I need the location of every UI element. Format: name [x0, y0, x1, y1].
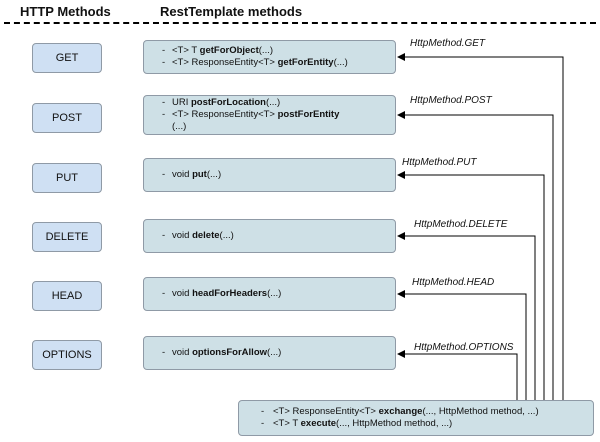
bullet: -: [162, 347, 166, 358]
bullet: -: [162, 57, 166, 68]
label-httpmethod-delete: HttpMethod.DELETE: [414, 219, 508, 230]
method-put-box: PUT: [32, 163, 102, 193]
label-httpmethod-post: HttpMethod.POST: [410, 95, 492, 106]
label-httpmethod-put: HttpMethod.PUT: [402, 157, 477, 168]
arrow-post: [397, 111, 554, 400]
arrow-head: [397, 290, 527, 400]
arrow-get: [397, 53, 564, 400]
bullet: -: [162, 97, 166, 108]
header-divider: [4, 22, 596, 24]
method-signature: <T> T getForObject(...): [172, 45, 274, 56]
arrow-options: [397, 350, 518, 400]
method-options-box: OPTIONS: [32, 340, 102, 370]
arrow-delete: [397, 232, 536, 400]
bullet: -: [261, 418, 265, 429]
arrow-put: [397, 171, 545, 400]
bullet: -: [162, 288, 166, 299]
rest-methods-get-box: -<T> T getForObject(...) -<T> ResponseEn…: [143, 40, 396, 74]
rest-methods-options-box: -void optionsForAllow(...): [143, 336, 396, 370]
method-signature: void put(...): [172, 169, 222, 180]
method-head-box: HEAD: [32, 281, 102, 311]
label-httpmethod-options: HttpMethod.OPTIONS: [414, 342, 514, 353]
rest-methods-put-box: -void put(...): [143, 158, 396, 192]
label-httpmethod-get: HttpMethod.GET: [410, 38, 486, 49]
method-signature: void optionsForAllow(...): [172, 347, 282, 358]
method-signature: URI postForLocation(...): [172, 97, 281, 108]
bullet: -: [162, 109, 166, 120]
rest-template-methods-header: RestTemplate methods: [160, 4, 303, 19]
method-post-box: POST: [32, 103, 102, 133]
method-get-box: GET: [32, 43, 102, 73]
bullet: -: [162, 230, 166, 241]
bullet: -: [162, 169, 166, 180]
rest-methods-head-box: -void headForHeaders(...): [143, 277, 396, 311]
generic-methods-box: -<T> ResponseEntity<T> exchange(..., Htt…: [238, 400, 594, 436]
method-signature: <T> ResponseEntity<T> exchange(..., Http…: [273, 406, 539, 417]
rest-methods-post-box: -URI postForLocation(...) -<T> ResponseE…: [143, 95, 396, 135]
bullet: -: [162, 45, 166, 56]
rest-methods-delete-box: -void delete(...): [143, 219, 396, 253]
method-signature: void delete(...): [172, 230, 234, 241]
bullet: -: [261, 406, 265, 417]
method-delete-box: DELETE: [32, 222, 102, 252]
label-httpmethod-head: HttpMethod.HEAD: [412, 277, 495, 288]
method-signature: <T> ResponseEntity<T> postForEntity (...…: [172, 109, 340, 132]
method-signature: void headForHeaders(...): [172, 288, 282, 299]
method-signature: <T> ResponseEntity<T> getForEntity(...): [172, 57, 348, 68]
method-signature: <T> T execute(..., HttpMethod method, ..…: [273, 418, 453, 429]
http-methods-header: HTTP Methods: [20, 4, 111, 19]
